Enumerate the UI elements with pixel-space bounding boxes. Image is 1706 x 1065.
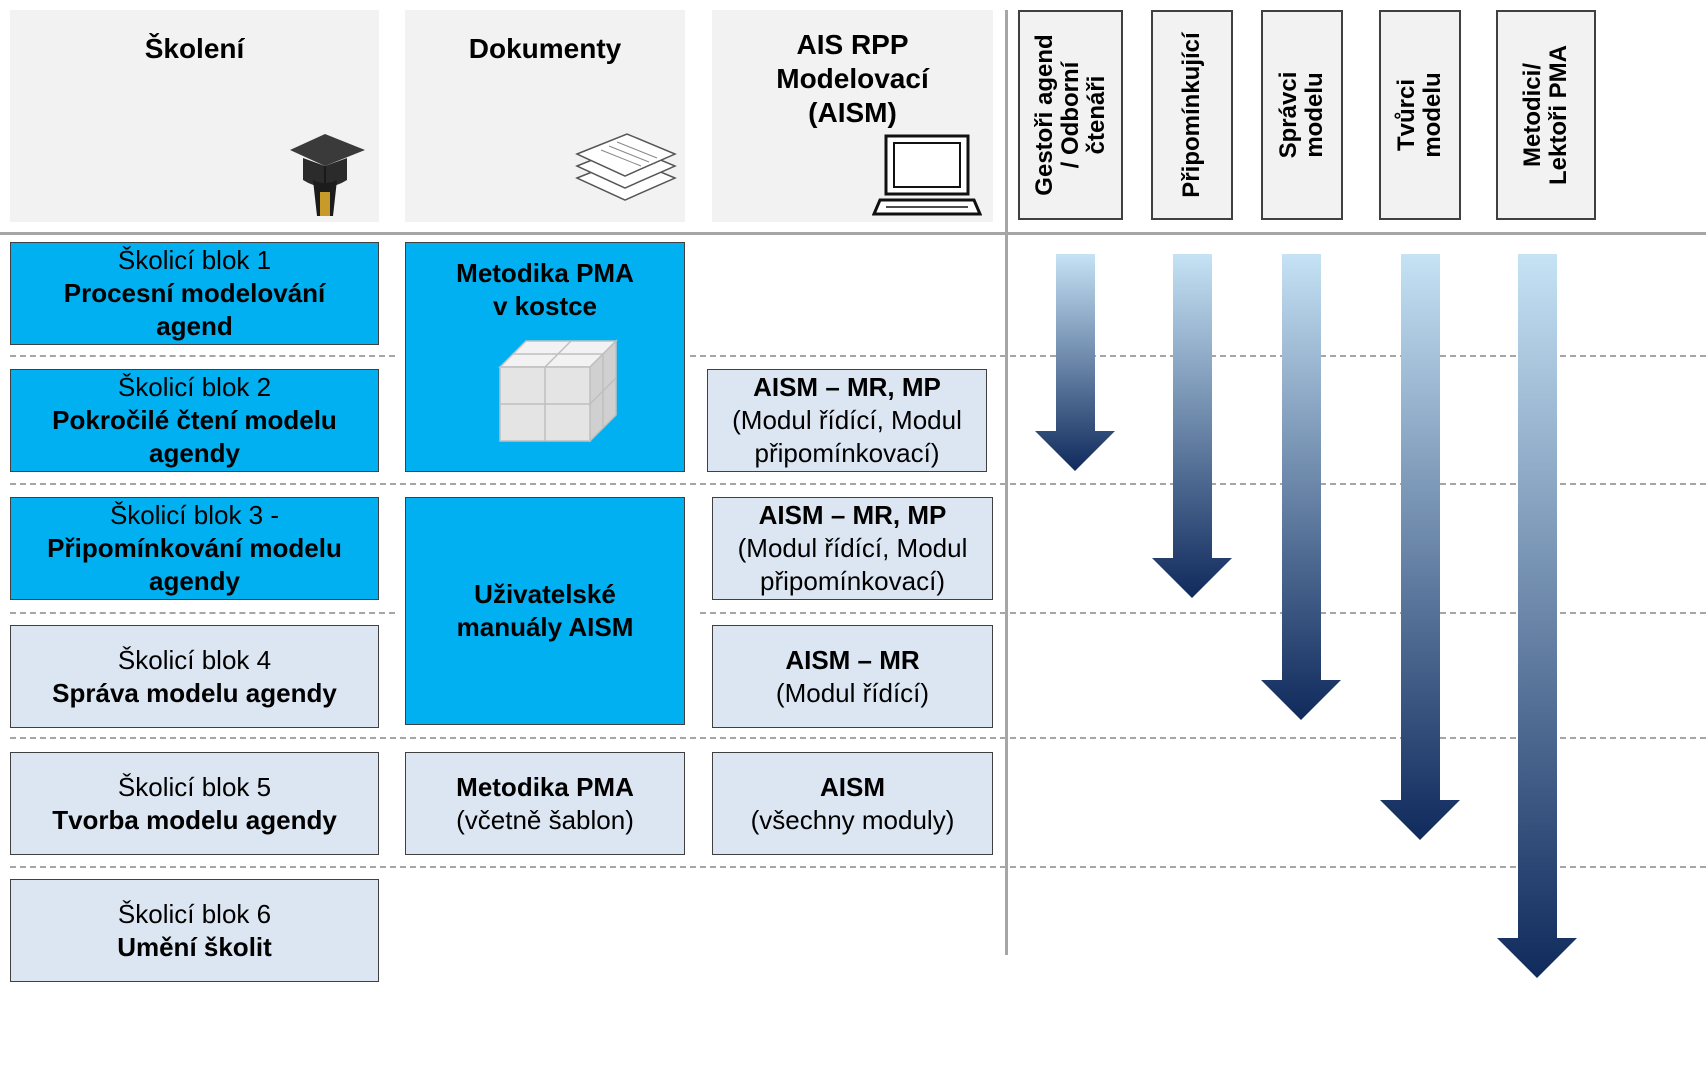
header-aism-label: AIS RPP Modelovací (AISM)	[776, 29, 929, 128]
row-divider-4	[10, 737, 1706, 739]
role-pripominkujici: Připomínkující	[1151, 10, 1233, 220]
documents-stack-icon	[575, 133, 677, 201]
row-divider-3	[10, 612, 395, 614]
document-metodika-pma-sub: (včetně šablon)	[456, 804, 634, 835]
role-tvurci: Tvůrci modelu	[1379, 10, 1461, 220]
row-divider-3b	[700, 612, 1706, 614]
header-divider	[0, 232, 1706, 235]
training-block-4-title: Správa modelu agendy	[52, 677, 337, 708]
training-block-2-number: Školicí blok 2	[117, 372, 272, 402]
header-aism: AIS RPP Modelovací (AISM)	[712, 10, 993, 222]
training-block-3-number: Školicí blok 3 -	[109, 500, 280, 530]
training-block-6-number: Školicí blok 6	[117, 898, 272, 929]
role-gestori: Gestoři agend / Odborní čtenáři	[1018, 10, 1123, 220]
system-aism-all: AISM (všechny moduly)	[712, 752, 993, 855]
training-block-1-number: Školicí blok 1	[117, 245, 272, 275]
system-aism-mr: AISM – MR (Modul řídící)	[712, 625, 993, 728]
system-aism-all-title: AISM	[820, 771, 885, 802]
cube-icon	[498, 339, 618, 443]
vertical-divider	[1005, 10, 1008, 955]
arrow-metodici	[1497, 254, 1577, 978]
training-block-5-number: Školicí blok 5	[117, 771, 272, 802]
system-aism-mr-sub: (Modul řídící)	[775, 677, 930, 708]
document-metodika-kostce: Metodika PMA v kostce	[405, 242, 685, 472]
training-block-2: Školicí blok 2 Pokročilé čtení modelu ag…	[10, 369, 379, 472]
document-metodika-pma: Metodika PMA (včetně šablon)	[405, 752, 685, 855]
system-aism-mr-title: AISM – MR	[785, 644, 920, 675]
training-block-2-title: Pokročilé čtení modelu agendy	[52, 405, 337, 468]
training-block-5: Školicí blok 5 Tvorba modelu agendy	[10, 752, 379, 855]
training-block-4-number: Školicí blok 4	[117, 644, 272, 675]
training-block-3-title: Připomínkování modelu agendy	[47, 533, 342, 596]
training-block-6: Školicí blok 6 Umění školit	[10, 879, 379, 982]
arrow-gestori	[1035, 254, 1115, 471]
header-skoleni: Školení	[10, 10, 379, 222]
system-aism-mr-mp-1-sub: (Modul řídící, Modul připomínkovací)	[732, 405, 962, 468]
training-block-4: Školicí blok 4 Správa modelu agendy	[10, 625, 379, 728]
training-block-1: Školicí blok 1 Procesní modelování agend	[10, 242, 379, 345]
document-metodika-kostce-title: Metodika PMA v kostce	[456, 258, 634, 321]
training-block-3: Školicí blok 3 - Připomínkování modelu a…	[10, 497, 379, 600]
system-aism-mr-mp-2: AISM – MR, MP (Modul řídící, Modul připo…	[712, 497, 993, 600]
document-metodika-pma-title: Metodika PMA	[456, 771, 634, 802]
document-uzivatelske-manualy: Uživatelské manuály AISM	[405, 497, 685, 725]
system-aism-mr-mp-2-sub: (Modul řídící, Modul připomínkovací)	[737, 533, 968, 596]
system-aism-mr-mp-2-title: AISM – MR, MP	[758, 500, 947, 530]
system-aism-mr-mp-1-title: AISM – MR, MP	[753, 372, 941, 402]
arrow-pripominkujici	[1152, 254, 1232, 598]
header-skoleni-label: Školení	[144, 33, 245, 64]
row-divider-2	[10, 483, 1706, 485]
document-uzivatelske-manualy-title: Uživatelské manuály AISM	[456, 579, 634, 642]
header-dokumenty: Dokumenty	[405, 10, 685, 222]
laptop-icon	[872, 134, 982, 216]
system-aism-all-sub: (všechny moduly)	[750, 804, 955, 835]
header-dokumenty-label: Dokumenty	[468, 33, 622, 64]
role-metodici: Metodici/ Lektoři PMA	[1496, 10, 1596, 220]
training-block-6-title: Umění školit	[117, 931, 272, 962]
training-block-1-title: Procesní modelování agend	[63, 278, 326, 341]
graduation-cap-icon	[290, 134, 365, 216]
role-spravci: Správci modelu	[1261, 10, 1343, 220]
arrow-tvurci	[1380, 254, 1460, 840]
arrow-spravci	[1261, 254, 1341, 720]
row-divider-5	[10, 866, 1706, 868]
system-aism-mr-mp-1: AISM – MR, MP (Modul řídící, Modul připo…	[707, 369, 987, 472]
row-divider-1	[10, 355, 395, 357]
training-block-5-title: Tvorba modelu agendy	[52, 804, 337, 835]
